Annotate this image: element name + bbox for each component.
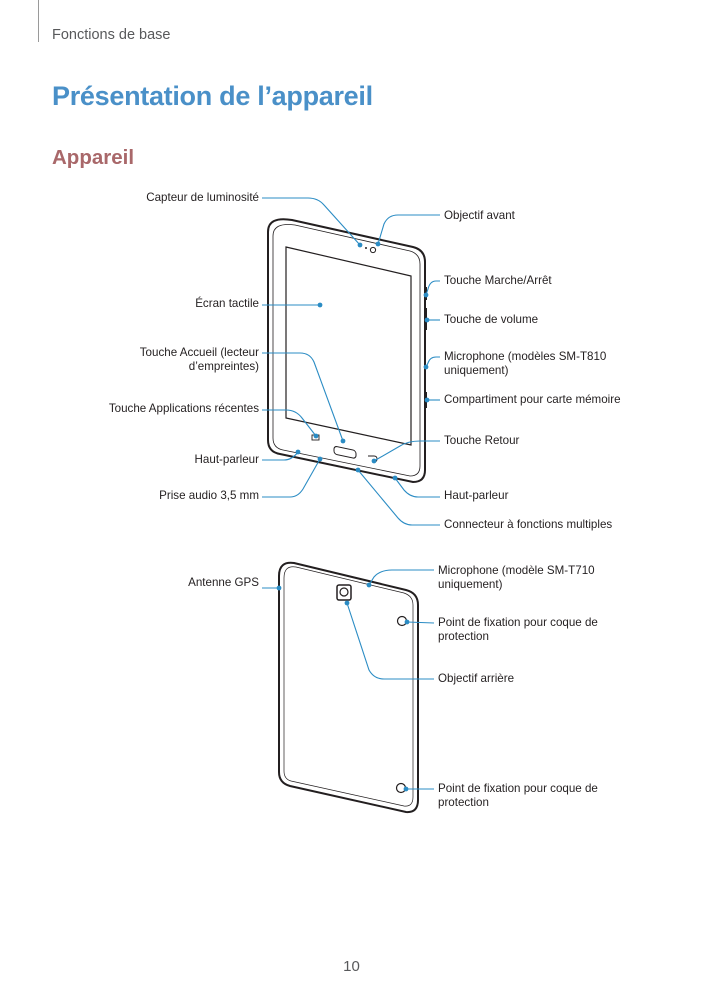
- section-subtitle: Appareil: [52, 146, 135, 169]
- label-touchscreen: Écran tactile: [195, 297, 259, 310]
- label-home-key-1: Touche Accueil (lecteur: [139, 346, 259, 359]
- label-rear-camera: Objectif arrière: [438, 672, 515, 685]
- label-volume-key: Touche de volume: [444, 313, 539, 326]
- label-cover-attach-top-1: Point de fixation pour coque de: [438, 616, 598, 629]
- label-recent-apps-key: Touche Applications récentes: [108, 402, 259, 415]
- label-gps-antenna: Antenne GPS: [188, 576, 259, 589]
- front-screen: [285, 246, 412, 446]
- label-front-camera: Objectif avant: [444, 209, 515, 222]
- label-audio-jack: Prise audio 3,5 mm: [159, 489, 259, 502]
- label-multipurpose-jack: Connecteur à fonctions multiples: [444, 518, 613, 531]
- callout-dots: [276, 241, 430, 792]
- page-title: Présentation de l’appareil: [52, 81, 373, 111]
- header-rule: [38, 0, 39, 42]
- tablet-front: [267, 218, 427, 484]
- label-power-key: Touche Marche/Arrêt: [444, 274, 552, 287]
- label-cover-attach-top-2: protection: [438, 630, 489, 643]
- label-microphone-front-2: uniquement): [444, 364, 509, 377]
- label-microphone-back-2: uniquement): [438, 578, 503, 591]
- section-header: Fonctions de base: [52, 27, 171, 43]
- tablet-back: [278, 561, 419, 814]
- front-camera-icon: [369, 246, 377, 254]
- label-home-key-2: d’empreintes): [188, 360, 259, 373]
- callout-lines: [262, 197, 440, 790]
- page-number: 10: [343, 958, 360, 975]
- label-microphone-front-1: Microphone (modèles SM-T810: [444, 350, 607, 363]
- label-speaker-left: Haut-parleur: [194, 453, 259, 466]
- label-memory-card-slot: Compartiment pour carte mémoire: [444, 393, 621, 406]
- home-key-icon: [333, 446, 357, 459]
- rear-camera-icon: [336, 584, 352, 601]
- label-back-key: Touche Retour: [444, 434, 520, 447]
- label-light-sensor: Capteur de luminosité: [146, 191, 259, 204]
- label-microphone-back-1: Microphone (modèle SM-T710: [438, 564, 595, 577]
- label-cover-attach-bottom-2: protection: [438, 796, 489, 809]
- label-speaker-right: Haut-parleur: [444, 489, 509, 502]
- light-sensor-icon: [365, 247, 367, 249]
- label-cover-attach-bottom-1: Point de fixation pour coque de: [438, 782, 598, 795]
